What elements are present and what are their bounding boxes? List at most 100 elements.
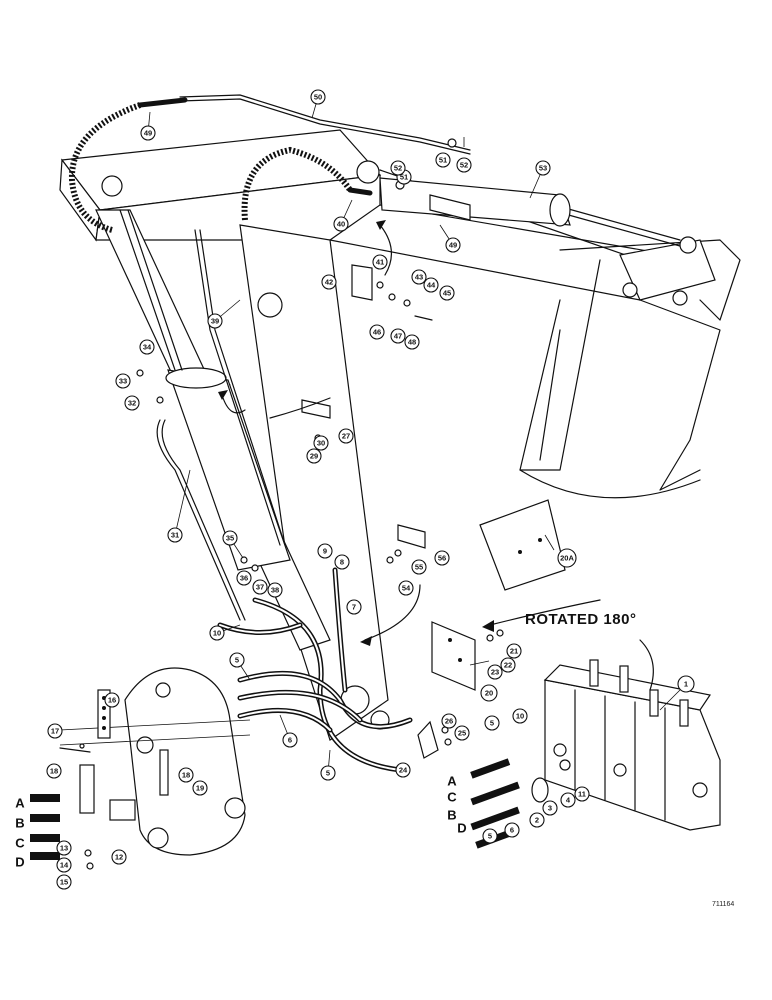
callout-7: 7 [346, 599, 362, 615]
swing-casting [59, 667, 251, 856]
callout-11: 11 [574, 786, 590, 802]
callout-42: 42 [321, 274, 337, 290]
callout-26: 26 [441, 713, 457, 729]
svg-text:21: 21 [510, 647, 518, 656]
callout-34: 34 [139, 339, 155, 355]
svg-text:13: 13 [60, 844, 68, 853]
svg-text:42: 42 [325, 278, 333, 287]
callout-32: 32 [124, 395, 140, 411]
callout-41: 41 [372, 254, 388, 270]
svg-text:50: 50 [314, 93, 322, 102]
svg-text:20A: 20A [560, 554, 574, 563]
svg-text:20: 20 [485, 689, 493, 698]
rotated-label: ROTATED 180° [525, 611, 636, 628]
svg-text:25: 25 [458, 729, 466, 738]
callout-3: 3 [542, 800, 558, 816]
callout-23: 23 [487, 664, 503, 680]
svg-text:18: 18 [50, 767, 58, 776]
svg-text:46: 46 [373, 328, 381, 337]
svg-text:17: 17 [51, 727, 59, 736]
callout-55: 55 [411, 559, 427, 575]
callout-47: 47 [390, 328, 406, 344]
svg-text:43: 43 [415, 273, 423, 282]
svg-text:41: 41 [376, 258, 384, 267]
svg-text:7: 7 [352, 603, 356, 612]
callout-53: 53 [535, 160, 551, 176]
fitting-blocks-left [59, 689, 136, 821]
callout-31: 31 [167, 527, 183, 543]
callout-44: 44 [423, 277, 439, 293]
callout-17: 17 [47, 723, 63, 739]
arrows [218, 220, 654, 691]
svg-text:27: 27 [342, 432, 350, 441]
callout-39: 39 [207, 313, 223, 329]
callout-21: 21 [506, 643, 522, 659]
callout-52: 52 [390, 160, 406, 176]
callout-15: 15 [56, 874, 72, 890]
hoses [68, 94, 471, 773]
svg-text:5: 5 [488, 832, 492, 841]
callout-18: 18 [46, 763, 62, 779]
svg-text:11: 11 [578, 790, 586, 799]
hardware [79, 138, 504, 870]
callout-5b: 5 [320, 765, 336, 781]
svg-text:52: 52 [394, 164, 402, 173]
svg-text:6: 6 [510, 826, 514, 835]
svg-text:36: 36 [240, 574, 248, 583]
svg-text:49: 49 [449, 241, 457, 250]
svg-text:44: 44 [427, 281, 436, 290]
svg-text:3: 3 [548, 804, 552, 813]
callout-51b: 51 [435, 152, 451, 168]
callout-20a: 20A [557, 548, 577, 568]
callout-36: 36 [236, 570, 252, 586]
callout-49: 49 [445, 237, 461, 253]
figure-id: 711164 [712, 901, 734, 908]
callout-14: 14 [56, 857, 72, 873]
letter-a-left: A [15, 796, 25, 811]
callout-9: 9 [317, 543, 333, 559]
callout-29: 29 [306, 448, 322, 464]
callout-6b: 6 [504, 822, 520, 838]
callout-20: 20 [480, 684, 498, 702]
callout-5c: 5 [484, 715, 500, 731]
svg-text:34: 34 [143, 343, 152, 352]
callout-50: 50 [310, 89, 326, 105]
svg-text:2: 2 [535, 816, 539, 825]
svg-text:12: 12 [115, 853, 123, 862]
svg-text:52: 52 [460, 161, 468, 170]
callout-1: 1 [677, 675, 695, 693]
callout-5: 5 [229, 652, 245, 668]
callout-49b: 49 [140, 125, 156, 141]
svg-text:1: 1 [684, 680, 688, 689]
svg-text:37: 37 [256, 583, 264, 592]
callout-22: 22 [500, 657, 516, 673]
svg-text:4: 4 [566, 796, 571, 805]
svg-text:22: 22 [504, 661, 512, 670]
callout-30: 30 [313, 435, 329, 451]
callout-19: 19 [192, 780, 208, 796]
callout-43: 43 [411, 269, 427, 285]
svg-text:19: 19 [196, 784, 204, 793]
callout-2: 2 [529, 812, 545, 828]
callout-33: 33 [115, 373, 131, 389]
svg-text:10: 10 [516, 712, 524, 721]
dipper-cylinder-53 [379, 177, 681, 247]
callout-18b: 18 [178, 767, 194, 783]
letter-b-left: B [15, 816, 24, 831]
callout-52b: 52 [456, 157, 472, 173]
callout-40: 40 [333, 216, 349, 232]
svg-text:51: 51 [439, 156, 447, 165]
callout-24: 24 [395, 762, 411, 778]
svg-text:56: 56 [438, 554, 446, 563]
callout-56: 56 [434, 550, 450, 566]
svg-text:55: 55 [415, 563, 423, 572]
svg-text:38: 38 [271, 586, 279, 595]
letter-c-left: C [15, 836, 25, 851]
svg-text:51: 51 [400, 173, 408, 182]
svg-text:29: 29 [310, 452, 318, 461]
letter-a-right: A [447, 774, 457, 789]
callout-54: 54 [398, 580, 414, 596]
letter-d-left: D [15, 855, 24, 870]
svg-text:9: 9 [323, 547, 327, 556]
callout-8: 8 [334, 554, 350, 570]
